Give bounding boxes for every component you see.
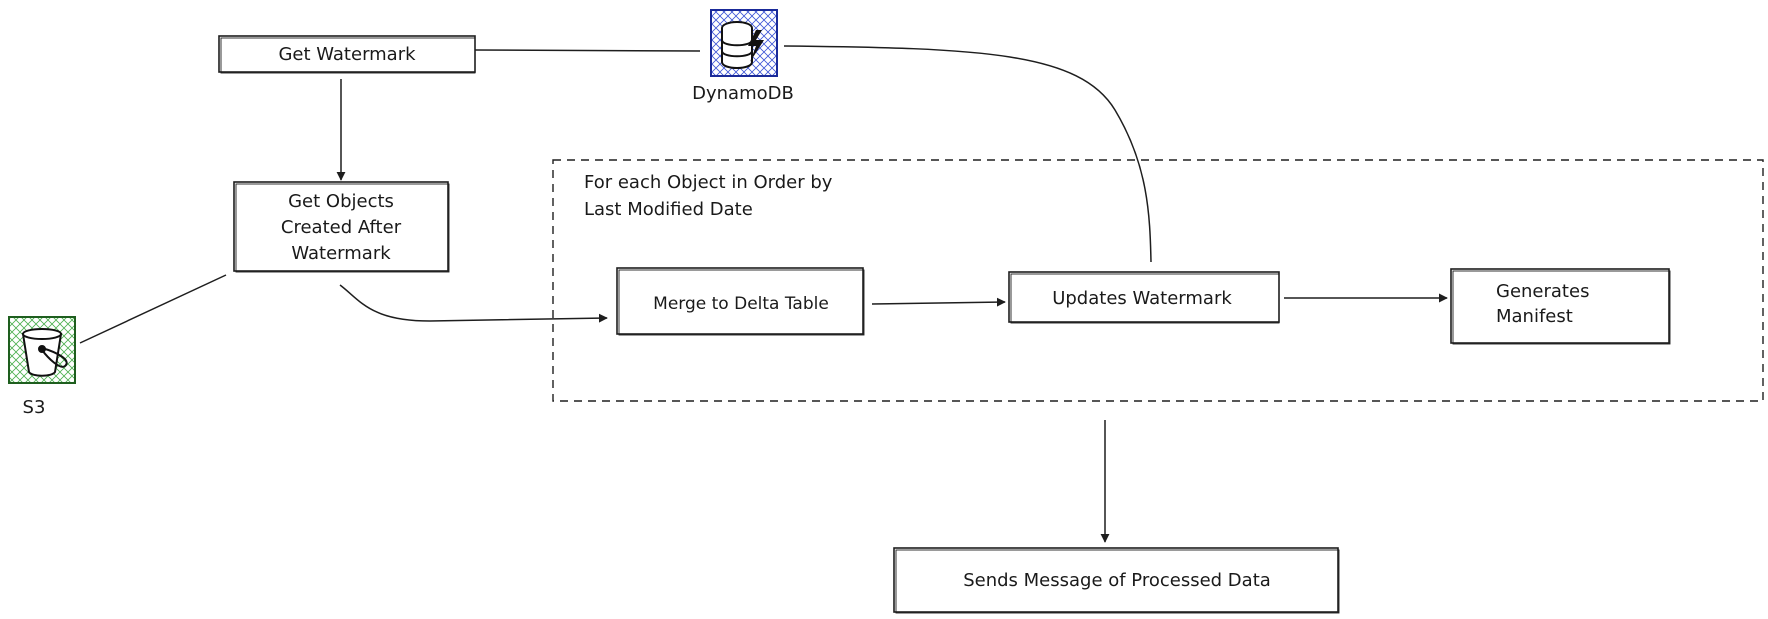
s3-service[interactable]: S3 [8,316,76,418]
get-watermark-node[interactable]: Get Watermark [218,35,476,74]
sends-message-label: Sends Message of Processed Data [963,570,1271,591]
arrow-getobjects-to-merge [339,284,608,323]
loop-group: For each Object in Order by Last Modifie… [552,159,1764,402]
generates-manifest-node[interactable]: Generates Manifest [1450,268,1671,345]
connectors [79,45,1448,543]
s3-label: S3 [23,397,46,418]
merge-delta-label: Merge to Delta Table [653,294,829,314]
generates-manifest-label-line-2: Manifest [1496,306,1573,327]
sends-message-node[interactable]: Sends Message of Processed Data [893,547,1340,614]
merge-delta-node[interactable]: Merge to Delta Table [616,267,865,336]
generates-manifest-label-line-1: Generates [1496,281,1589,302]
bucket-icon [21,328,68,377]
get-objects-node[interactable]: Get Objects Created After Watermark [233,181,450,273]
updates-watermark-label: Updates Watermark [1052,288,1232,309]
dynamodb-service[interactable]: DynamoDB [692,9,794,104]
dynamodb-label: DynamoDB [692,83,794,104]
get-objects-label-line-3: Watermark [291,243,391,264]
edge-s3-getobjects [79,274,227,344]
updates-watermark-node[interactable]: Updates Watermark [1008,271,1280,324]
get-watermark-label: Get Watermark [278,44,416,65]
get-objects-label-line-1: Get Objects [288,191,394,212]
edge-dynamodb-updates-watermark [783,45,1152,263]
edge-getwatermark-dynamodb [474,49,701,52]
loop-group-label-line-1: For each Object in Order by [584,172,833,193]
arrow-merge-to-updates [871,297,1006,307]
database-icon [721,21,764,69]
loop-group-label-line-2: Last Modified Date [584,199,753,220]
get-objects-label-line-2: Created After [281,217,402,238]
loop-group-border [552,159,1764,402]
